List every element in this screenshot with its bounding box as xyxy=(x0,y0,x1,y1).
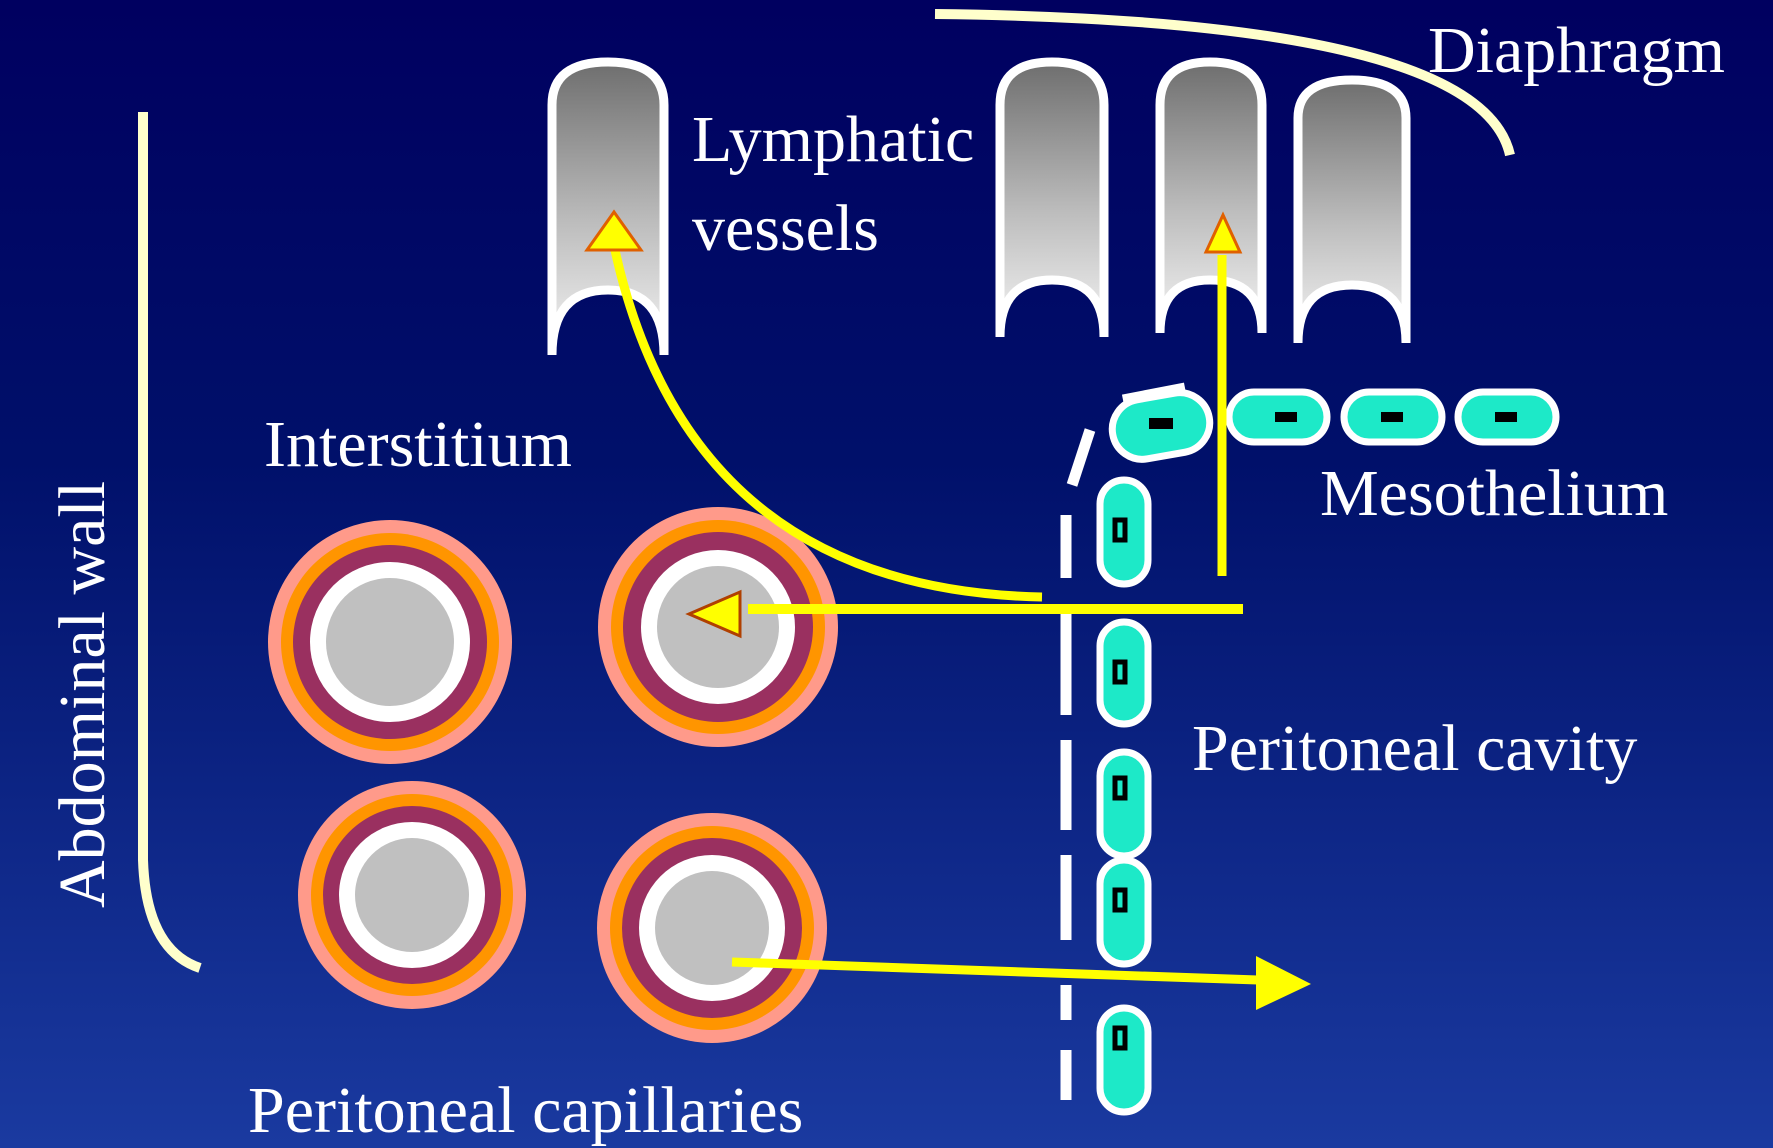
arrow-head-icon xyxy=(1256,956,1311,1010)
peritoneal-cavity-label: Peritoneal cavity xyxy=(1192,716,1637,782)
capillary-bottom-right xyxy=(597,813,827,1043)
mesothelial-cell-h2 xyxy=(1229,392,1327,442)
mesothelium-label: Mesothelium xyxy=(1320,461,1668,527)
filtration-arrow-to-cavity xyxy=(732,956,1311,1010)
diaphragm-label: Diaphragm xyxy=(1428,18,1725,84)
lymphatic-vessel-4 xyxy=(1298,80,1406,343)
mesothelial-cell-v5 xyxy=(1100,1008,1148,1112)
abdominal-wall-label: Abdominal wall xyxy=(50,481,116,908)
lymphatic-vessel-1 xyxy=(552,62,664,355)
lymphatic-vessels-label-line2: vessels xyxy=(692,196,879,262)
capillary-bottom-left xyxy=(298,781,526,1009)
peritoneal-capillaries-label: Peritoneal capillaries xyxy=(248,1078,803,1144)
interstitium-label: Interstitium xyxy=(264,412,572,478)
lymphatic-vessels-label-line1: Lymphatic xyxy=(692,107,974,173)
mesothelial-cell-v1 xyxy=(1100,480,1148,584)
lymphatic-vessel-3 xyxy=(1160,62,1262,333)
lymphatic-vessel-2 xyxy=(1000,62,1104,337)
mesothelial-cell-v2 xyxy=(1100,622,1148,724)
mesothelial-cell-v3 xyxy=(1100,752,1148,856)
mesothelial-cell-h3 xyxy=(1344,392,1442,442)
mesothelial-cell-h4 xyxy=(1458,392,1556,442)
capillary-top-left xyxy=(268,520,512,764)
abdominal-wall-line xyxy=(143,112,200,968)
mesothelial-cell-v4 xyxy=(1100,860,1148,964)
